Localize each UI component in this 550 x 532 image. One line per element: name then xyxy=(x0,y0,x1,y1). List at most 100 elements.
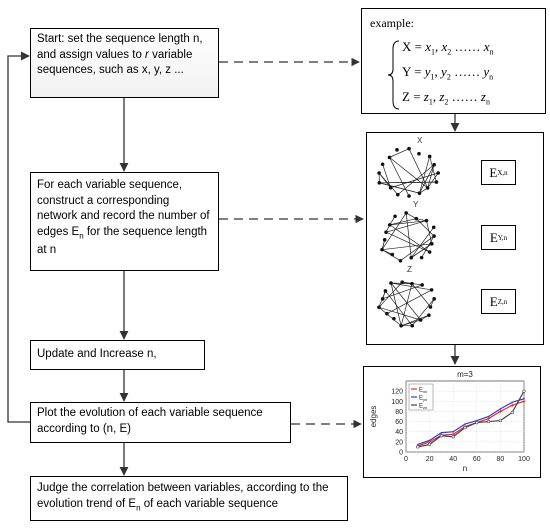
network-edge xyxy=(429,156,437,183)
network-node xyxy=(407,194,411,198)
network-node xyxy=(380,247,384,252)
network-node xyxy=(410,281,414,286)
network-edge xyxy=(385,220,427,233)
network-node xyxy=(427,250,432,254)
y-tick-label: 120 xyxy=(391,389,403,396)
network-edge xyxy=(385,290,413,326)
network-node xyxy=(392,316,396,321)
legend-label-sub: zn xyxy=(423,405,427,410)
network-edge xyxy=(385,231,430,253)
eq-term: x xyxy=(483,39,490,54)
update-step-box: Update and Increase n, xyxy=(30,340,205,370)
network-node xyxy=(388,185,393,190)
network-node xyxy=(377,181,382,185)
network-node xyxy=(400,280,404,284)
network-edge xyxy=(382,164,391,188)
judge-text-suffix: of each variable sequence xyxy=(140,498,279,510)
feedback-loop-line xyxy=(7,51,31,423)
network-node xyxy=(395,148,399,152)
network-node xyxy=(429,288,434,292)
network-node xyxy=(385,311,389,316)
network-edge xyxy=(419,164,435,194)
construct-network-step-box: For each variable sequence, construct a … xyxy=(30,172,219,271)
eq-dots: …… xyxy=(454,39,481,54)
series-point xyxy=(427,442,432,446)
eq-name: X xyxy=(402,39,412,54)
construct-text-prefix: For each variable sequence, construct a … xyxy=(37,179,210,238)
x-tick-label: 40 xyxy=(449,456,457,463)
network-node xyxy=(417,191,422,195)
network-edge xyxy=(400,314,430,327)
edges-label-x-sub: X,n xyxy=(497,168,508,177)
network-edge xyxy=(408,148,428,189)
network-edge xyxy=(419,156,431,194)
series-point xyxy=(439,434,443,438)
network-node xyxy=(387,155,392,160)
network-node xyxy=(432,162,436,167)
eq-sub: 2 xyxy=(447,47,452,57)
eq-term: x xyxy=(425,39,432,54)
series-point xyxy=(463,426,467,430)
network-edge xyxy=(389,218,417,226)
x-tick-label: 20 xyxy=(426,456,434,463)
network-edge xyxy=(427,172,439,189)
eq-sign: = xyxy=(414,39,422,54)
series-point xyxy=(498,409,503,414)
edges-label-x-main: E xyxy=(489,164,498,180)
series-point xyxy=(428,439,431,442)
network-edge xyxy=(389,224,430,253)
network-node xyxy=(384,230,388,234)
eq-sign: = xyxy=(414,64,422,79)
x-axis-label: n xyxy=(463,464,467,473)
network-node xyxy=(389,281,393,285)
series-point xyxy=(487,415,490,418)
series-point xyxy=(417,443,419,446)
start-text-suffix: variable sequences, such as x, y, z ... xyxy=(37,48,193,77)
series-line-1 xyxy=(417,398,525,445)
edges-label-z-sub: Z,n xyxy=(497,297,508,306)
network-node xyxy=(428,305,433,309)
equation-row-x: X = x1, x2 …… xn xyxy=(402,39,494,57)
eq-sub: 1 xyxy=(430,72,435,82)
series-line-2 xyxy=(417,390,525,448)
update-text: Update and Increase n, xyxy=(37,348,157,361)
y-tick-label: 40 xyxy=(395,429,403,436)
eq-term: y xyxy=(441,64,447,79)
eq-term: x xyxy=(441,39,448,54)
network-edge xyxy=(381,243,432,251)
judge-text-prefix: Judge the correlation between variables,… xyxy=(37,482,329,510)
network-node xyxy=(404,211,408,215)
start-step-box: Start: set the sequence length n, and as… xyxy=(30,28,219,98)
network-edge xyxy=(400,235,435,262)
plot-step-box: Plot the evolution of each variable sequ… xyxy=(30,402,291,443)
plot-text: Plot the evolution of each variable sequ… xyxy=(37,407,263,435)
network-edge xyxy=(378,172,399,195)
network-node xyxy=(409,255,414,260)
network-node xyxy=(380,297,385,301)
network-node xyxy=(380,162,385,167)
network-node xyxy=(398,258,403,263)
network-edge xyxy=(426,220,433,244)
network-edge xyxy=(381,212,407,250)
series-point xyxy=(486,416,491,421)
network-edge xyxy=(389,220,427,226)
network-node xyxy=(432,297,436,301)
edges-label-y-sub: Y,n xyxy=(497,233,508,242)
series-point xyxy=(511,401,513,403)
network-node xyxy=(418,318,423,322)
network-edge xyxy=(379,182,420,194)
example-title: example: xyxy=(370,16,414,30)
x-tick-label: 60 xyxy=(473,456,481,463)
x-tick-label: 100 xyxy=(518,456,530,463)
eq-term: y xyxy=(424,64,431,79)
eq-term: z xyxy=(480,89,486,104)
construct-text-sub: n xyxy=(79,230,84,240)
eq-name: Y xyxy=(402,64,411,79)
network-node xyxy=(377,305,381,310)
y-tick-label: 60 xyxy=(395,419,403,426)
